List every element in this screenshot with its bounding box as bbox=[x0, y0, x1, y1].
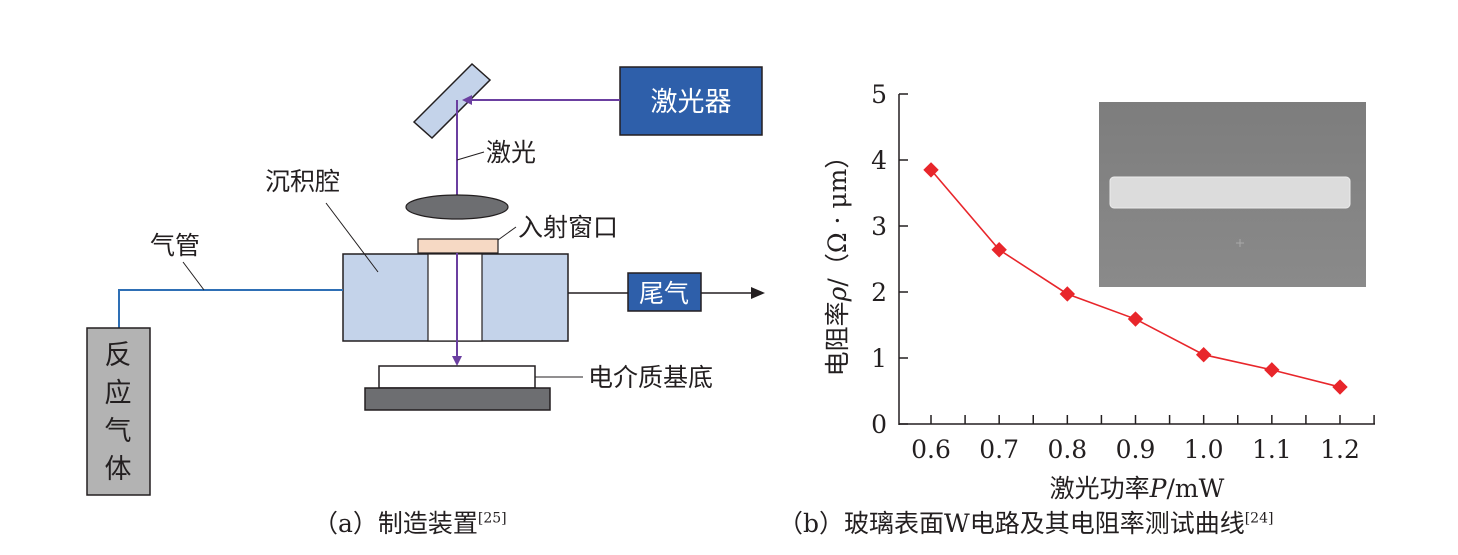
x-ticks: 0.6 0.7 0.8 0.9 1.0 1.1 1.2 bbox=[911, 415, 1375, 464]
x-tick-label: 0.7 bbox=[979, 435, 1019, 464]
gas-pipe bbox=[118, 289, 343, 328]
substrate-label: 电介质基底 bbox=[588, 363, 713, 392]
gas-source-char-3: 气 bbox=[105, 416, 132, 447]
y-tick-label: 5 bbox=[871, 80, 887, 109]
incident-window bbox=[417, 238, 499, 254]
panel-b-chart: 0 1 2 3 4 5 0.6 0.7 0.8 0.9 1.0 1.1 1.2 激光功率P/mW 电阻… bbox=[823, 80, 1375, 503]
y-tick-label: 0 bbox=[871, 410, 887, 439]
inset-micrograph bbox=[1099, 102, 1366, 287]
window-label: 入射窗口 bbox=[518, 213, 618, 242]
x-axis-label: 激光功率P/mW bbox=[1050, 474, 1225, 503]
window-leader bbox=[497, 226, 517, 241]
laser-label: 激光 bbox=[486, 138, 536, 167]
y-tick-label: 4 bbox=[871, 146, 887, 175]
data-point-1.1 bbox=[1264, 362, 1280, 378]
chamber-channel bbox=[427, 253, 483, 342]
x-tick-label: 1.1 bbox=[1252, 435, 1292, 464]
x-tick-label: 1.2 bbox=[1320, 435, 1360, 464]
y-ticks: 0 1 2 3 4 5 bbox=[871, 80, 908, 439]
caption-a: （a）制造装置[25] bbox=[313, 509, 507, 538]
data-point-0.7 bbox=[991, 242, 1007, 258]
dielectric-substrate bbox=[378, 365, 536, 389]
panel-a-diagram: 激光器 激光 入射窗口 沉积腔 尾气 电介质基底 气管 bbox=[86, 62, 765, 496]
substrate-stage bbox=[364, 387, 551, 411]
y-tick-label: 2 bbox=[871, 278, 887, 307]
laser-label-leader bbox=[456, 151, 485, 161]
caption-b: （b）玻璃表面W电路及其电阻率测试曲线[24] bbox=[778, 509, 1274, 538]
x-tick-label: 0.6 bbox=[911, 435, 951, 464]
x-tick-label: 0.8 bbox=[1047, 435, 1087, 464]
y-tick-label: 3 bbox=[871, 212, 887, 241]
data-point-0.6 bbox=[923, 162, 939, 178]
gas-pipe-label: 气管 bbox=[150, 231, 200, 260]
data-point-0.8 bbox=[1059, 286, 1076, 302]
data-point-1.2 bbox=[1332, 379, 1348, 395]
gas-source-char-4: 体 bbox=[105, 454, 132, 485]
exhaust-label: 尾气 bbox=[639, 279, 689, 308]
data-point-0.9 bbox=[1127, 311, 1144, 327]
y-tick-label: 1 bbox=[871, 344, 887, 373]
x-tick-label: 0.9 bbox=[1116, 435, 1156, 464]
x-tick-label: 1.0 bbox=[1184, 435, 1224, 464]
gas-source-char-2: 应 bbox=[105, 378, 132, 409]
y-axis-label: 电阻率ρ/（Ω · μm） bbox=[823, 144, 852, 377]
focusing-lens bbox=[405, 194, 509, 220]
chamber-label: 沉积腔 bbox=[265, 167, 340, 196]
data-point-1 bbox=[1195, 346, 1212, 363]
exhaust-box bbox=[627, 272, 702, 312]
chamber-leader bbox=[325, 202, 379, 273]
gas-source-char-1: 反 bbox=[105, 340, 132, 371]
laser-box-label: 激光器 bbox=[651, 87, 732, 118]
gas-pipe-leader bbox=[182, 261, 205, 291]
data-series bbox=[923, 162, 1348, 395]
gas-source-box bbox=[86, 327, 151, 496]
mirror bbox=[412, 62, 492, 140]
